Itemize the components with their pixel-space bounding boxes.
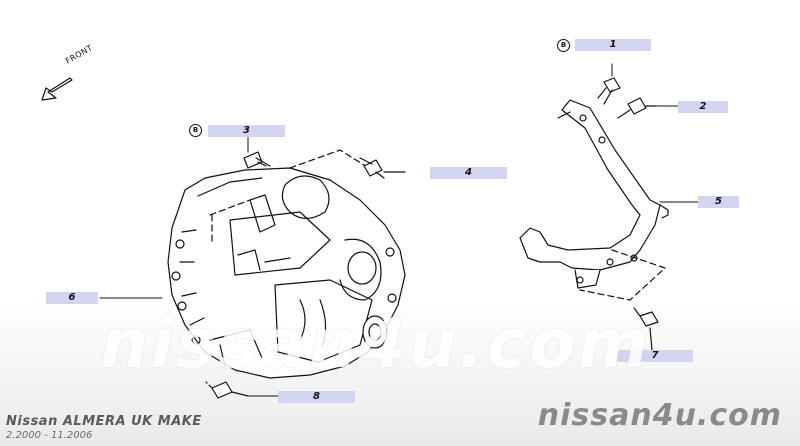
bolt-2-icon xyxy=(617,97,657,119)
front-arrow-icon xyxy=(41,77,73,101)
callout-7[interactable]: 7 xyxy=(617,350,693,362)
watermark-corner: nissan4u.com xyxy=(537,398,782,433)
callout-5[interactable]: 5 xyxy=(698,196,739,208)
callout-8[interactable]: 8 xyxy=(278,391,355,403)
callout-1[interactable]: 1 xyxy=(575,39,651,51)
mounting-bracket xyxy=(519,99,669,289)
callout-4[interactable]: 4 xyxy=(430,167,507,179)
cover-outline-dashed xyxy=(209,149,373,246)
bolt-7-icon xyxy=(633,307,659,351)
callout-6[interactable]: 6 xyxy=(46,292,98,304)
bolt-3-icon xyxy=(243,151,271,169)
bracket-dashed-outline xyxy=(579,249,666,301)
production-range: 2.2000 - 11.2006 xyxy=(6,430,93,441)
ref-circle-3: B xyxy=(189,124,202,137)
watermark-center: nissan4u.com xyxy=(100,305,651,384)
bolt-8-icon xyxy=(205,381,249,399)
leader-lines xyxy=(99,63,699,397)
transmission-housing xyxy=(167,167,406,379)
bolt-1-icon xyxy=(597,77,621,105)
callout-2[interactable]: 2 xyxy=(678,101,728,113)
bolt-4-icon xyxy=(359,157,406,179)
model-caption: Nissan ALMERA UK MAKE xyxy=(6,414,202,429)
callout-3[interactable]: 3 xyxy=(208,125,285,137)
ref-circle-1: B xyxy=(557,39,570,52)
